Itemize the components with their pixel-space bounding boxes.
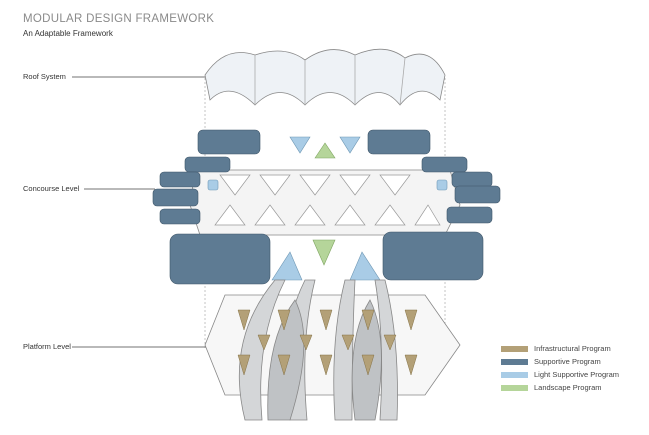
supportive-program-blocks xyxy=(152,129,501,285)
legend-item-landscape: Landscape Program xyxy=(501,381,619,394)
label-platform-level: Platform Level xyxy=(23,342,71,351)
legend-swatch xyxy=(501,371,528,378)
light-supportive-blocks xyxy=(207,136,448,281)
legend: Infrastructural Program Supportive Progr… xyxy=(501,342,619,394)
legend-item-supportive: Supportive Program xyxy=(501,355,619,368)
infrastructural-blocks xyxy=(237,309,418,376)
page-title: MODULAR DESIGN FRAMEWORK xyxy=(23,13,215,25)
platform-level xyxy=(204,279,461,421)
legend-label: Landscape Program xyxy=(534,383,602,392)
legend-label: Infrastructural Program xyxy=(534,344,611,353)
legend-label: Supportive Program xyxy=(534,357,601,366)
legend-swatch xyxy=(501,384,528,391)
roof-system xyxy=(204,48,446,106)
legend-item-light-supportive: Light Supportive Program xyxy=(501,368,619,381)
page-subtitle: An Adaptable Framework xyxy=(23,29,113,38)
concourse-level xyxy=(152,129,501,285)
landscape-blocks xyxy=(312,142,336,266)
legend-label: Light Supportive Program xyxy=(534,370,620,379)
label-roof-system: Roof System xyxy=(23,72,66,81)
legend-item-infrastructural: Infrastructural Program xyxy=(501,342,619,355)
legend-swatch xyxy=(501,358,528,365)
legend-swatch xyxy=(501,345,528,352)
label-concourse-level: Concourse Level xyxy=(23,184,80,193)
